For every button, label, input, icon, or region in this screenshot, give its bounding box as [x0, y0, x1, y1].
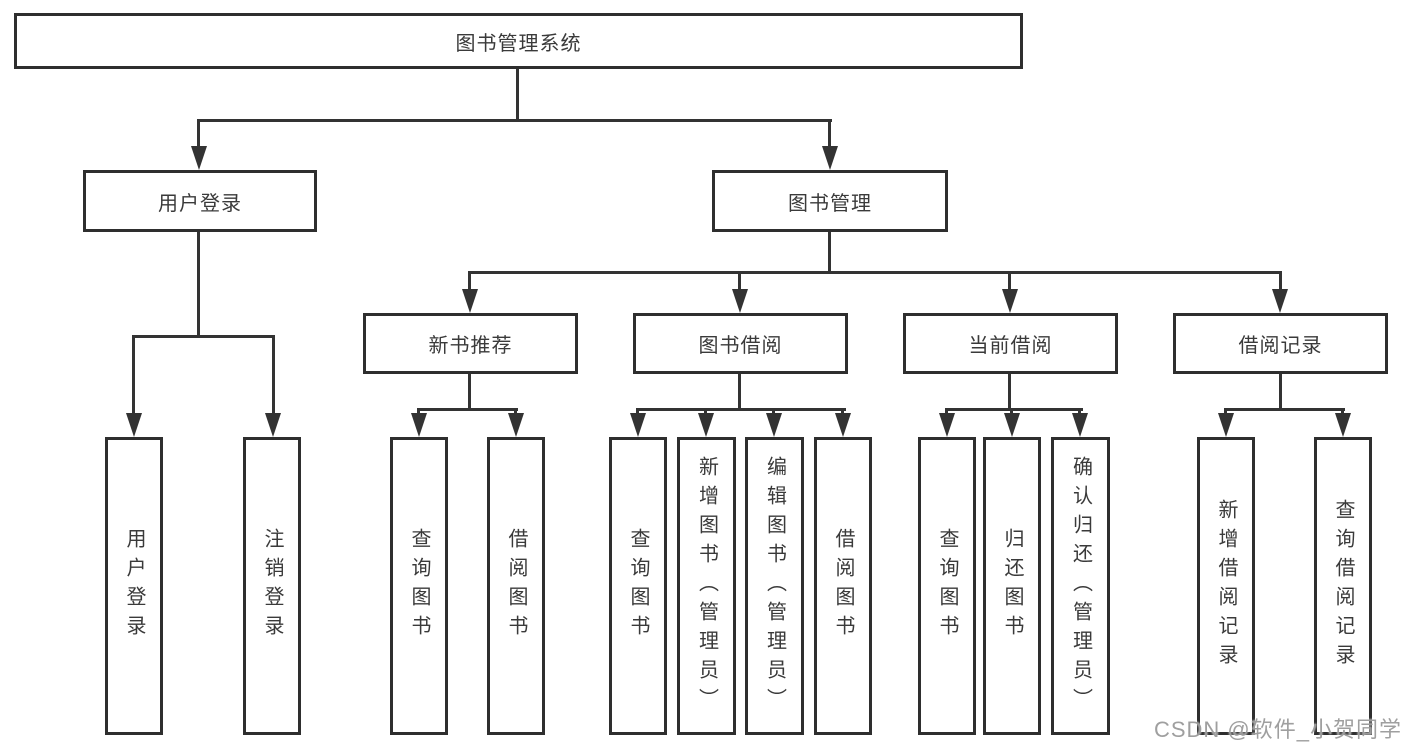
arrow-down-icon — [191, 146, 207, 170]
leaf-current-query: 查询图书 — [918, 437, 976, 735]
arrow-down-icon — [822, 146, 838, 170]
arrow-down-icon — [835, 413, 851, 437]
node-label: 借阅记录 — [1238, 335, 1323, 357]
leaf-logout: 注销登录 — [243, 437, 301, 735]
node-label: 注销登录 — [261, 528, 283, 644]
connector-borrowing-drop — [738, 271, 741, 291]
arrow-down-icon — [1218, 413, 1234, 437]
arrow-down-icon — [698, 413, 714, 437]
node-library-system: 图书管理系统 — [14, 13, 1023, 69]
arrow-down-icon — [766, 413, 782, 437]
leaf-borrowing-query: 查询图书 — [609, 437, 667, 735]
leaf-user-login: 用户登录 — [105, 437, 163, 735]
node-label: 新增借阅记录 — [1215, 499, 1237, 673]
connector-logout-drop — [272, 335, 275, 415]
node-label: 图书借阅 — [698, 335, 783, 357]
arrow-down-icon — [508, 413, 524, 437]
connector-current-stem — [1008, 374, 1011, 411]
connector-leaf-drop — [945, 408, 948, 416]
connector-leaf-drop — [1078, 408, 1081, 416]
node-label: 当前借阅 — [968, 335, 1053, 357]
leaf-newbook-query: 查询图书 — [390, 437, 448, 735]
leaf-borrowing-edit-admin: 编辑图书（管理员） — [745, 437, 804, 735]
node-label: 确认归还（管理员） — [1069, 455, 1092, 717]
connector-leaf-drop — [704, 408, 707, 416]
node-new-book-rec: 新书推荐 — [363, 313, 578, 374]
node-label: 借阅图书 — [505, 528, 527, 644]
connector-login-drop — [132, 335, 135, 415]
node-book-mgmt: 图书管理 — [712, 170, 948, 232]
connector-level2-rail — [197, 119, 832, 122]
arrow-down-icon — [939, 413, 955, 437]
connector-user-login-drop — [197, 119, 200, 150]
node-label: 查询图书 — [936, 528, 958, 644]
node-label: 归还图书 — [1001, 528, 1023, 644]
node-label: 新增图书（管理员） — [695, 455, 718, 717]
arrow-down-icon — [1072, 413, 1088, 437]
node-label: 查询图书 — [627, 528, 649, 644]
connector-leaf-drop — [417, 408, 420, 416]
node-label: 编辑图书（管理员） — [763, 455, 786, 717]
connector-new-book-stem — [468, 374, 471, 411]
connector-borrowing-stem — [738, 374, 741, 411]
connector-root-stem — [516, 69, 519, 120]
connector-leaf-drop — [841, 408, 844, 416]
leaf-borrowing-borrow: 借阅图书 — [814, 437, 872, 735]
arrow-down-icon — [1002, 289, 1018, 313]
node-label: 查询借阅记录 — [1332, 499, 1354, 673]
connector-leaf-drop — [1224, 408, 1227, 416]
node-current-borrowing: 当前借阅 — [903, 313, 1118, 374]
connector-user-login-stem — [197, 232, 200, 335]
arrow-down-icon — [1335, 413, 1351, 437]
connector-level3-rail — [468, 271, 1282, 274]
node-label: 用户登录 — [158, 192, 242, 215]
arrow-down-icon — [1004, 413, 1020, 437]
connector-book-mgmt-stem — [828, 232, 831, 271]
node-label: 新书推荐 — [428, 335, 513, 357]
connector-new-book-rail — [417, 408, 518, 411]
leaf-borrowing-add-admin: 新增图书（管理员） — [677, 437, 736, 735]
connector-leaf-drop — [1010, 408, 1013, 416]
node-label: 查询图书 — [408, 528, 430, 644]
node-book-borrowing: 图书借阅 — [633, 313, 848, 374]
node-user-login: 用户登录 — [83, 170, 317, 232]
connector-leaf-drop — [636, 408, 639, 416]
leaf-records-query: 查询借阅记录 — [1314, 437, 1372, 735]
node-borrow-records: 借阅记录 — [1173, 313, 1388, 374]
connector-records-rail — [1224, 408, 1345, 411]
connector-current-drop — [1008, 271, 1011, 291]
connector-leaf-drop — [514, 408, 517, 416]
leaf-newbook-borrow: 借阅图书 — [487, 437, 545, 735]
connector-records-drop — [1279, 271, 1282, 291]
connector-book-mgmt-drop — [828, 119, 831, 150]
arrow-down-icon — [265, 413, 281, 437]
leaf-current-confirm-admin: 确认归还（管理员） — [1051, 437, 1110, 735]
arrow-down-icon — [126, 413, 142, 437]
arrow-down-icon — [630, 413, 646, 437]
arrow-down-icon — [462, 289, 478, 313]
arrow-down-icon — [411, 413, 427, 437]
connector-leaf-drop — [1341, 408, 1344, 416]
connector-new-book-drop — [468, 271, 471, 291]
connector-borrowing-rail — [636, 408, 846, 411]
leaf-current-return: 归还图书 — [983, 437, 1041, 735]
arrow-down-icon — [1272, 289, 1288, 313]
leaf-records-add: 新增借阅记录 — [1197, 437, 1255, 735]
node-label: 借阅图书 — [832, 528, 854, 644]
connector-records-stem — [1279, 374, 1282, 411]
arrow-down-icon — [732, 289, 748, 313]
connector-current-rail — [945, 408, 1083, 411]
connector-leaf-drop — [772, 408, 775, 416]
connector-user-login-rail — [132, 335, 275, 338]
node-label: 图书管理系统 — [455, 32, 582, 55]
node-label: 用户登录 — [123, 528, 145, 644]
node-label: 图书管理 — [788, 192, 872, 215]
csdn-watermark: CSDN @软件_小贺同学 — [1153, 717, 1402, 742]
